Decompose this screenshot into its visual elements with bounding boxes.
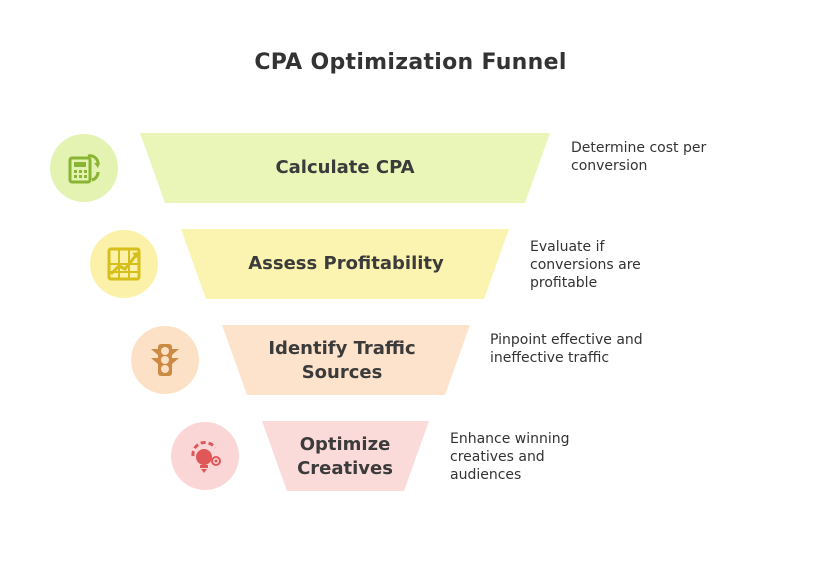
chart-growth-icon	[107, 247, 141, 281]
traffic-light-icon	[151, 344, 179, 376]
stage-3-label: Identify Traffic Sources	[268, 338, 416, 383]
stage-1-label: Calculate CPA	[275, 157, 415, 178]
stage-2-description: Evaluate if conversions are profitable	[530, 239, 641, 291]
funnel-stage-2-shape	[181, 229, 509, 299]
stage-1-icon-circle	[50, 134, 118, 202]
calculator-icon	[68, 154, 100, 184]
stage-3-description: Pinpoint effective and ineffective traff…	[490, 332, 643, 366]
funnel-stage-4-shape	[262, 421, 429, 491]
diagram-title: CPA Optimization Funnel	[254, 50, 567, 75]
stage-2-label: Assess Profitability	[248, 253, 444, 274]
stage-3-icon-circle	[131, 326, 199, 394]
stage-4-label: Optimize Creatives	[297, 434, 393, 479]
stage-1-description: Determine cost per conversion	[571, 140, 707, 174]
stage-2-icon-circle	[90, 230, 158, 298]
funnel-stage-3-shape	[222, 325, 470, 395]
stage-4-icon-circle	[171, 422, 239, 490]
stage-4-description: Enhance winning creatives and audiences	[450, 431, 570, 483]
funnel-stage-1-shape	[140, 133, 550, 203]
lightbulb-target-icon	[191, 441, 221, 473]
